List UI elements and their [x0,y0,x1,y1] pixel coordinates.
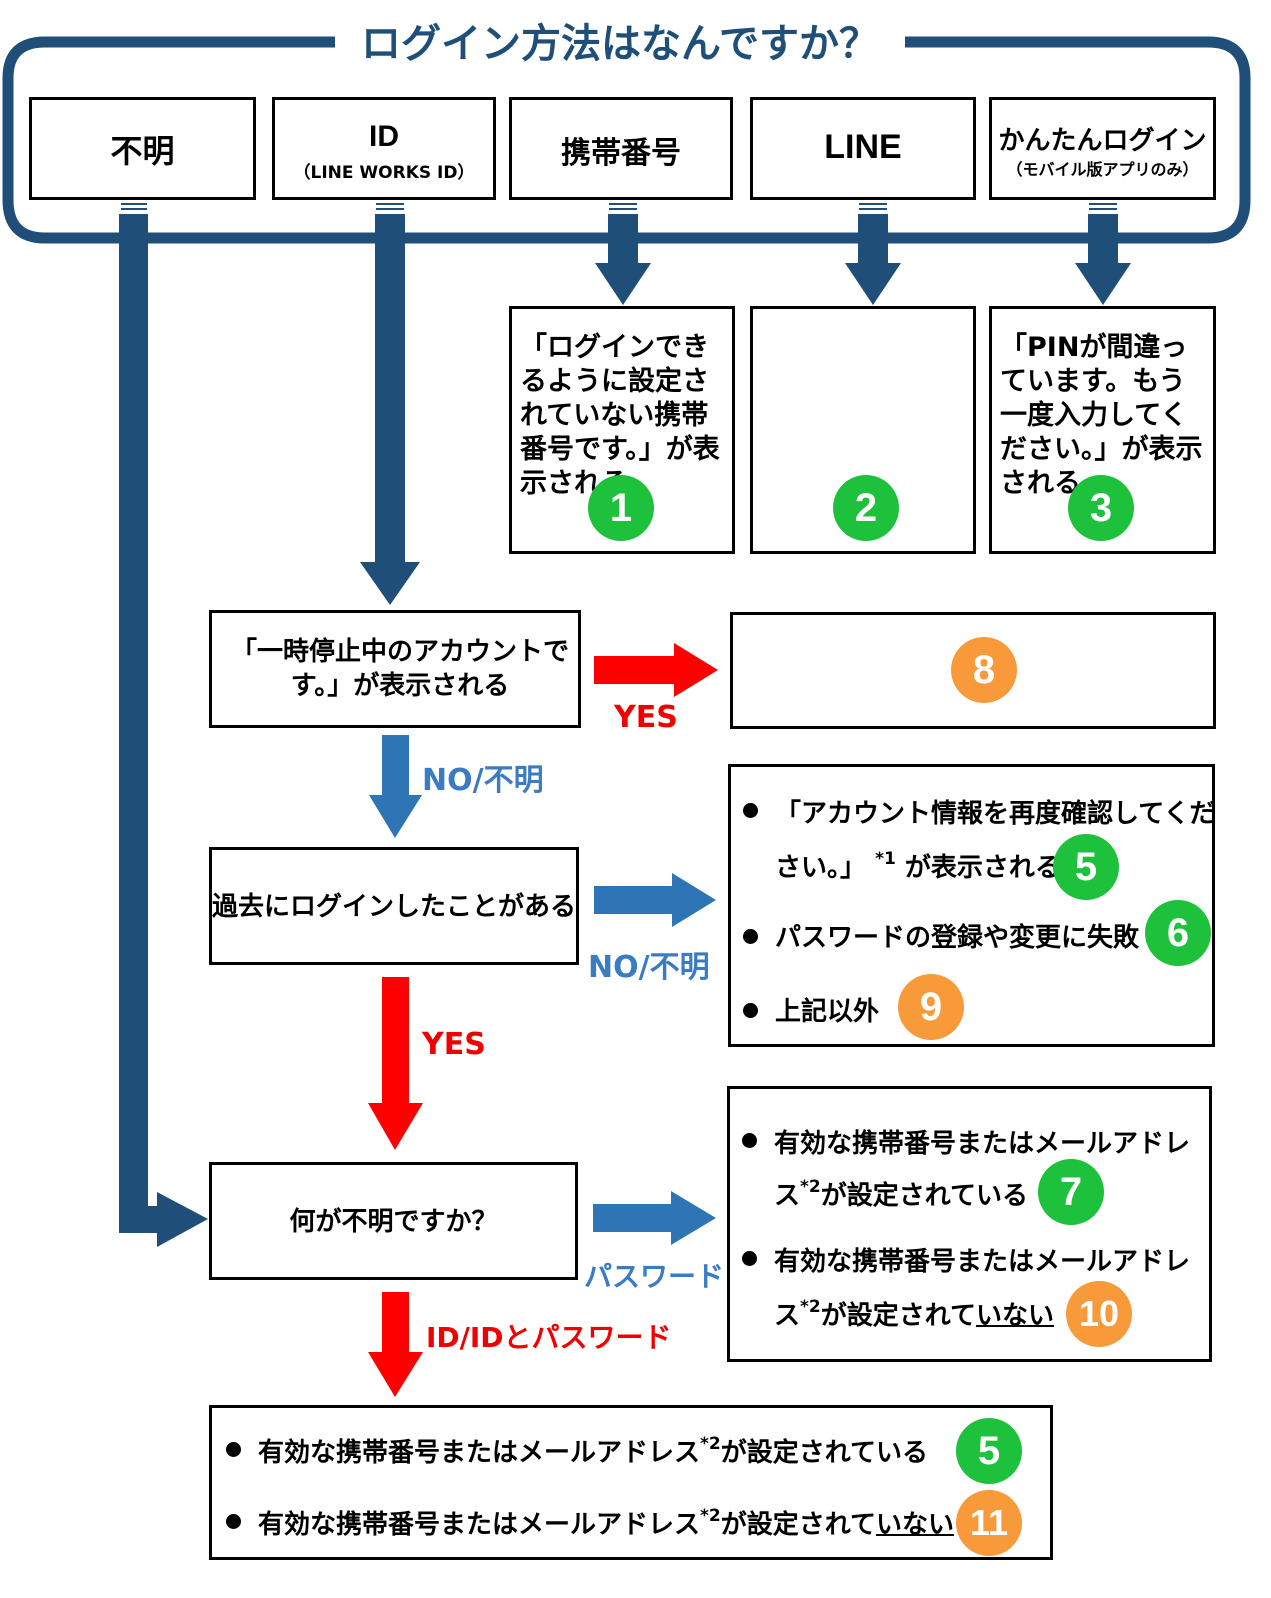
step-suspended: 「一時停止中のアカウントです。」が表示される [209,610,581,728]
id-connector [360,203,420,605]
step-past-login-text: 過去にログインしたことがある [212,892,577,922]
badge-11: 11 [956,1490,1022,1556]
bullet [743,929,758,944]
method-unknown: 不明 [29,97,256,200]
method-phone: 携帯番号 [509,97,733,200]
group-b-item1-pre: ス [774,1181,801,1211]
badge-5b: 5 [956,1418,1022,1484]
step-what-unknown-text: 何が不明ですか？ [289,1207,498,1237]
group-a-item1-line2: さい。」 *1 が表示される [775,847,1061,884]
group-b-item2-pre: ス [774,1301,801,1331]
line-connector [845,203,901,305]
group-a-item3: 上記以外 [775,997,880,1027]
group-b-item1-post: が設定されている [820,1181,1028,1211]
group-c: 有効な携帯番号またはメールアドレス*2が設定されている 5 有効な携帯番号または… [209,1405,1053,1560]
method-unknown-label: 不明 [110,132,175,170]
group-a-item2: パスワードの登録や変更に失敗 [775,923,1140,953]
footnote-1: *1 [875,849,896,870]
method-line: LINE [750,97,976,200]
badge-2: 2 [833,475,899,541]
group-c-item1: 有効な携帯番号またはメールアドレス*2が設定されている [258,1432,928,1469]
badge-3: 3 [1068,475,1134,541]
group-c-item2: 有効な携帯番号またはメールアドレス*2が設定されていない [258,1504,954,1541]
yes-arrow-right [594,643,718,697]
easy-connector [1075,203,1131,305]
bullet [226,1514,241,1529]
group-b-item2-line1: 有効な携帯番号またはメールアドレ [774,1247,1191,1277]
group-a-item1-post: が表示される [904,853,1061,883]
group-c-item1-pre: 有効な携帯番号またはメールアドレス [258,1438,701,1468]
bullet [743,803,758,818]
bullet [742,1133,757,1148]
step-suspended-text: 「一時停止中のアカウントです。」が表示される [230,637,569,701]
footnote-2: *2 [800,1297,821,1318]
label-password-right: パスワード [584,1260,725,1293]
bullet [742,1251,757,1266]
method-easy-label: かんたんログイン [998,126,1207,156]
step-past-login: 過去にログインしたことがある [209,847,579,965]
password-arrow-right [593,1191,716,1245]
yes-arrow-down [368,977,423,1150]
badge-9: 9 [898,974,964,1040]
label-yes-down: YES [422,1027,486,1062]
group-b: 有効な携帯番号またはメールアドレ ス*2が設定されている 7 有効な携帯番号また… [727,1086,1212,1362]
badge-5: 5 [1053,834,1119,900]
result-8-box: 8 [730,612,1216,729]
group-c-item2-pre: 有効な携帯番号またはメールアドレス [258,1510,701,1540]
badge-6: 6 [1145,900,1211,966]
group-a: 「アカウント情報を再度確認してくだ さい。」 *1 が表示される 5 パスワード… [728,764,1215,1047]
no-arrow-down [369,735,422,838]
badge-1: 1 [588,475,654,541]
result-easy-text: 「PINが間違っています。もう一度入力してください。」が表示される [1000,332,1203,499]
bullet [226,1442,241,1457]
group-c-item2-under: いない [875,1510,954,1540]
result-easy: 「PINが間違っています。もう一度入力してください。」が表示される 3 [989,306,1216,554]
id-arrow-down [368,1292,423,1397]
phone-connector [595,203,651,305]
group-b-item1-line2: ス*2が設定されている [774,1175,1028,1212]
badge-7: 7 [1038,1159,1104,1225]
group-b-item2-mid: が設定されて [820,1301,976,1331]
method-id: ID （LINE WORKS ID） [272,97,496,200]
method-id-sublabel: （LINE WORKS ID） [293,163,475,183]
group-b-item1-line1: 有効な携帯番号またはメールアドレ [774,1129,1191,1159]
page-title: ログイン方法はなんですか？ [361,21,879,67]
badge-10: 10 [1066,1281,1132,1347]
label-no-down: NO/不明 [422,763,544,798]
unknown-connector [119,203,208,1247]
label-yes-right: YES [614,700,678,735]
method-easy: かんたんログイン （モバイル版アプリのみ） [989,97,1216,200]
label-id-down: ID/IDとパスワード [426,1321,672,1354]
method-easy-sublabel: （モバイル版アプリのみ） [1006,160,1199,179]
method-phone-label: 携帯番号 [561,136,681,171]
group-a-item1-line1: 「アカウント情報を再度確認してくだ [775,799,1216,829]
step-what-unknown: 何が不明ですか？ [209,1162,578,1280]
bullet [743,1003,758,1018]
group-b-item2-line2: ス*2が設定されていない [774,1295,1054,1332]
group-c-item2-mid: が設定されて [720,1510,876,1540]
footnote-2: *2 [700,1506,721,1527]
label-no-right: NO/不明 [588,950,710,985]
group-c-item1-post: が設定されている [720,1438,928,1468]
method-line-label: LINE [824,128,902,166]
method-id-label: ID [369,120,399,153]
result-line: 2 [750,306,976,554]
group-b-item2-under: いない [975,1301,1054,1331]
group-a-item1-pre: さい。」 [775,853,867,883]
result-phone: 「ログインできるように設定されていない携帯番号です。」が表示される 1 [509,306,735,554]
no-arrow-right [594,873,716,927]
badge-8: 8 [951,637,1017,703]
footnote-2: *2 [700,1434,721,1455]
footnote-2: *2 [800,1177,821,1198]
